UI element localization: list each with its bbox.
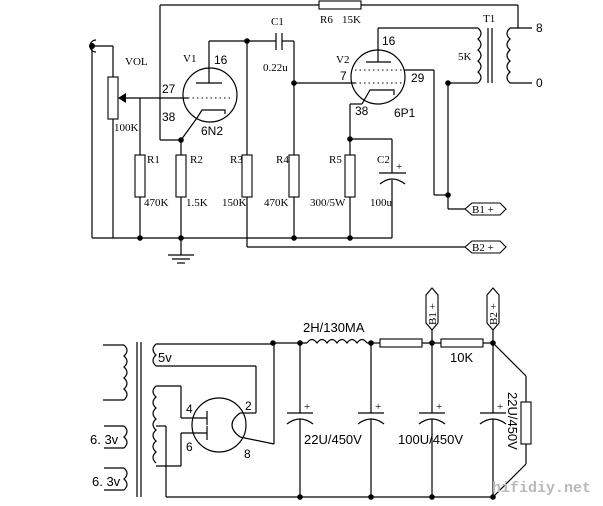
tube-v2: 16 V2 7 29 38 6P1 [336, 27, 478, 120]
v2-pin-plate: 16 [382, 34, 396, 48]
cap2-plus: + [375, 401, 381, 413]
c1-ref: C1 [271, 16, 284, 28]
resistor-r1: R1 470K [134, 154, 169, 238]
b2-label-psu: B2 + [488, 303, 500, 325]
capacitor-filter-4: + 22U/450V [479, 343, 520, 497]
b1-label-amp: B1 + [472, 204, 494, 216]
vol-value: 100K [114, 122, 139, 134]
v2-pin-grid: 7 [340, 69, 347, 83]
cap4-plus: + [497, 401, 503, 413]
v2-ref: V2 [336, 54, 349, 66]
resistor-b1-dropper [379, 338, 423, 348]
capacitor-c2: C2 + 100u [370, 139, 406, 238]
rect-pin-4: 4 [186, 402, 193, 416]
r6-value: 15K [342, 14, 361, 26]
r1-value: 470K [144, 197, 169, 209]
watermark: hifidiy.net [492, 480, 591, 497]
c1-value: 0.22u [263, 62, 288, 74]
bleeder-resistor [492, 342, 532, 498]
winding-6v3-b-label: 6. 3v [92, 474, 121, 489]
v1-ref: V1 [183, 53, 196, 65]
v2-type: 6P1 [394, 106, 416, 120]
t1-ref: T1 [483, 13, 495, 25]
b1-terminal-psu: B1 + [425, 287, 439, 343]
power-transformer: 6. 3v 6. 3v 5v [90, 342, 172, 497]
v2-pin-screen: 29 [411, 71, 425, 85]
b2-terminal-amp: B2 + [464, 240, 507, 254]
rect-pin-8: 8 [244, 447, 251, 461]
capacitor-filter-1: + 22U/450V [286, 343, 362, 497]
v1-type: 6N2 [201, 124, 223, 138]
r2-value: 1.5K [186, 197, 208, 209]
winding-5v-label: 5v [158, 350, 172, 365]
r4-value: 470K [264, 197, 289, 209]
cap-last-label: 22U/450V [505, 392, 520, 450]
resistor-r6: R6 15K [318, 0, 362, 26]
rect-pin-2: 2 [245, 399, 252, 413]
capacitor-filter-2: + [357, 343, 385, 497]
resistor-r2: R2 1.5K [175, 154, 208, 255]
cap1-plus: + [304, 401, 310, 413]
r1-ref: R1 [147, 154, 160, 166]
resistor-r5: R5 300/5W [310, 154, 356, 238]
r5-value: 300/5W [310, 197, 346, 209]
t1-tap-8: 8 [536, 21, 543, 35]
r6-ref: R6 [320, 14, 333, 26]
cap-mid-label: 100U/450V [398, 432, 463, 447]
b1-terminal-amp: B1 + [464, 202, 507, 216]
r2-ref: R2 [190, 154, 203, 166]
b1-label-psu: B1 + [427, 303, 439, 325]
vol-label: VOL [125, 56, 148, 68]
rect-pin-6: 6 [186, 440, 193, 454]
v1-pin-cathode: 38 [162, 110, 176, 124]
v1-pin-plate: 16 [214, 53, 228, 67]
capacitor-c1: C1 0.22u [263, 16, 295, 83]
resistor-10k-label: 10K [450, 350, 473, 365]
cap3-plus: + [436, 401, 442, 413]
resistor-r3: R3 150K [222, 154, 253, 247]
r3-ref: R3 [230, 154, 243, 166]
volume-potentiometer: VOL 100K [107, 46, 188, 238]
b2-terminal-psu: B2 + [486, 287, 500, 343]
c2-ref: C2 [377, 154, 390, 166]
choke-label: 2H/130MA [303, 320, 365, 335]
r5-ref: R5 [329, 154, 342, 166]
winding-6v3-a-label: 6. 3v [90, 432, 119, 447]
r3-value: 150K [222, 197, 247, 209]
c2-plus: + [396, 161, 402, 173]
t1-primary: 5K [458, 51, 472, 63]
capacitor-filter-3: + 100U/450V [398, 343, 463, 497]
resistor-r4: R4 470K [264, 154, 300, 238]
ground-icon [168, 254, 194, 264]
cap1-label: 22U/450V [304, 432, 362, 447]
c2-value: 100u [370, 197, 393, 209]
rectifier-tube: 4 6 2 8 [186, 397, 275, 461]
v2-pin-cathode: 38 [355, 104, 369, 118]
output-transformer-t1: T1 5K 8 0 [458, 13, 543, 90]
b2-label-amp: B2 + [472, 242, 494, 254]
r4-ref: R4 [276, 154, 289, 166]
t1-tap-0: 0 [536, 76, 543, 90]
input-jack [89, 39, 113, 238]
choke: 2H/130MA [303, 320, 368, 345]
resistor-10k [440, 338, 484, 348]
tube-v1: V1 16 27 38 6N2 [162, 40, 247, 141]
v1-pin-grid: 27 [162, 82, 176, 96]
